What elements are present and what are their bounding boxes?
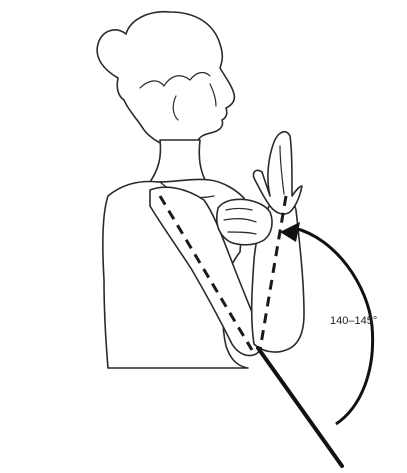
fist [217,199,272,245]
head [97,12,234,149]
angle-label: 140–145° [330,315,377,327]
raised-hand [253,132,302,214]
neck [150,140,206,182]
reference-line [258,348,342,466]
